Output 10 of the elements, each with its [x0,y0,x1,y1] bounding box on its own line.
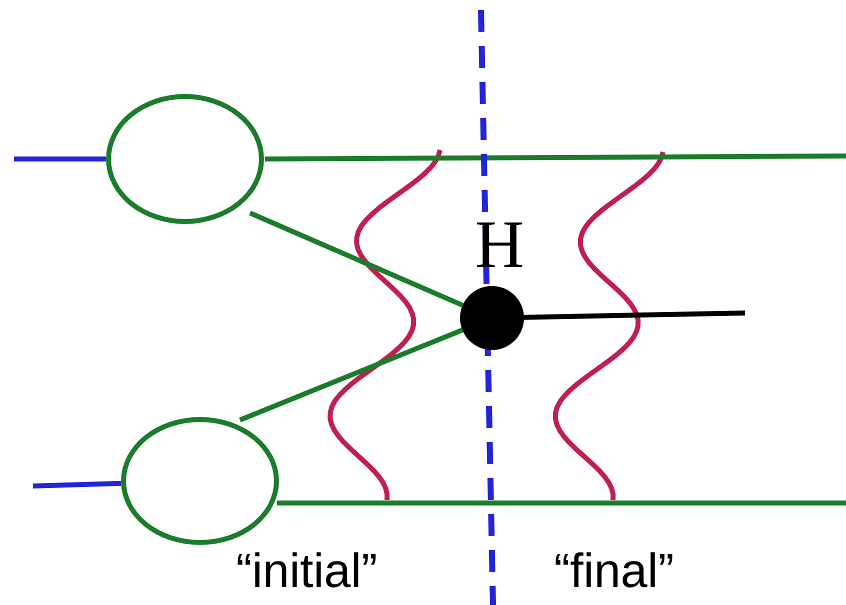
blob-ellipse [121,417,279,545]
line [277,500,846,506]
line [264,154,846,162]
line [32,480,122,488]
line [14,156,106,162]
blob-ellipse [106,94,264,224]
line [239,328,464,422]
line [249,210,464,308]
line [524,310,746,320]
particle-label: H [475,210,524,278]
